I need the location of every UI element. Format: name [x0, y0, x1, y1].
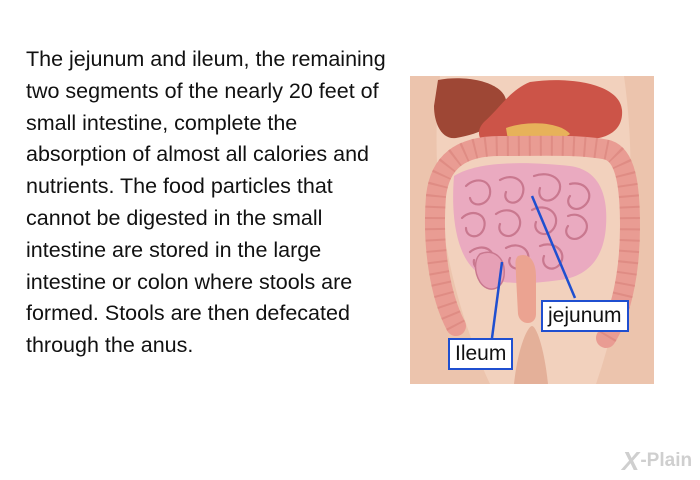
- rectum: [515, 254, 536, 323]
- cecum: [474, 251, 505, 290]
- colon: [424, 135, 641, 348]
- digestive-illustration: [410, 76, 654, 384]
- logo-x-mark: X: [622, 445, 640, 476]
- xplain-logo: X -Plain: [622, 445, 693, 476]
- ileum-label: Ileum: [448, 338, 514, 370]
- body-paragraph: The jejunum and ileum, the remaining two…: [26, 47, 386, 358]
- jejunum-label: jejunum: [541, 300, 629, 332]
- torso-shadow-right: [596, 76, 654, 384]
- ileum-pointer-line: [490, 261, 504, 339]
- leg-gap: [514, 326, 548, 384]
- jejunum-pointer-line: [530, 195, 577, 299]
- logo-text: -Plain: [640, 450, 693, 471]
- torso-shadow: [410, 76, 490, 384]
